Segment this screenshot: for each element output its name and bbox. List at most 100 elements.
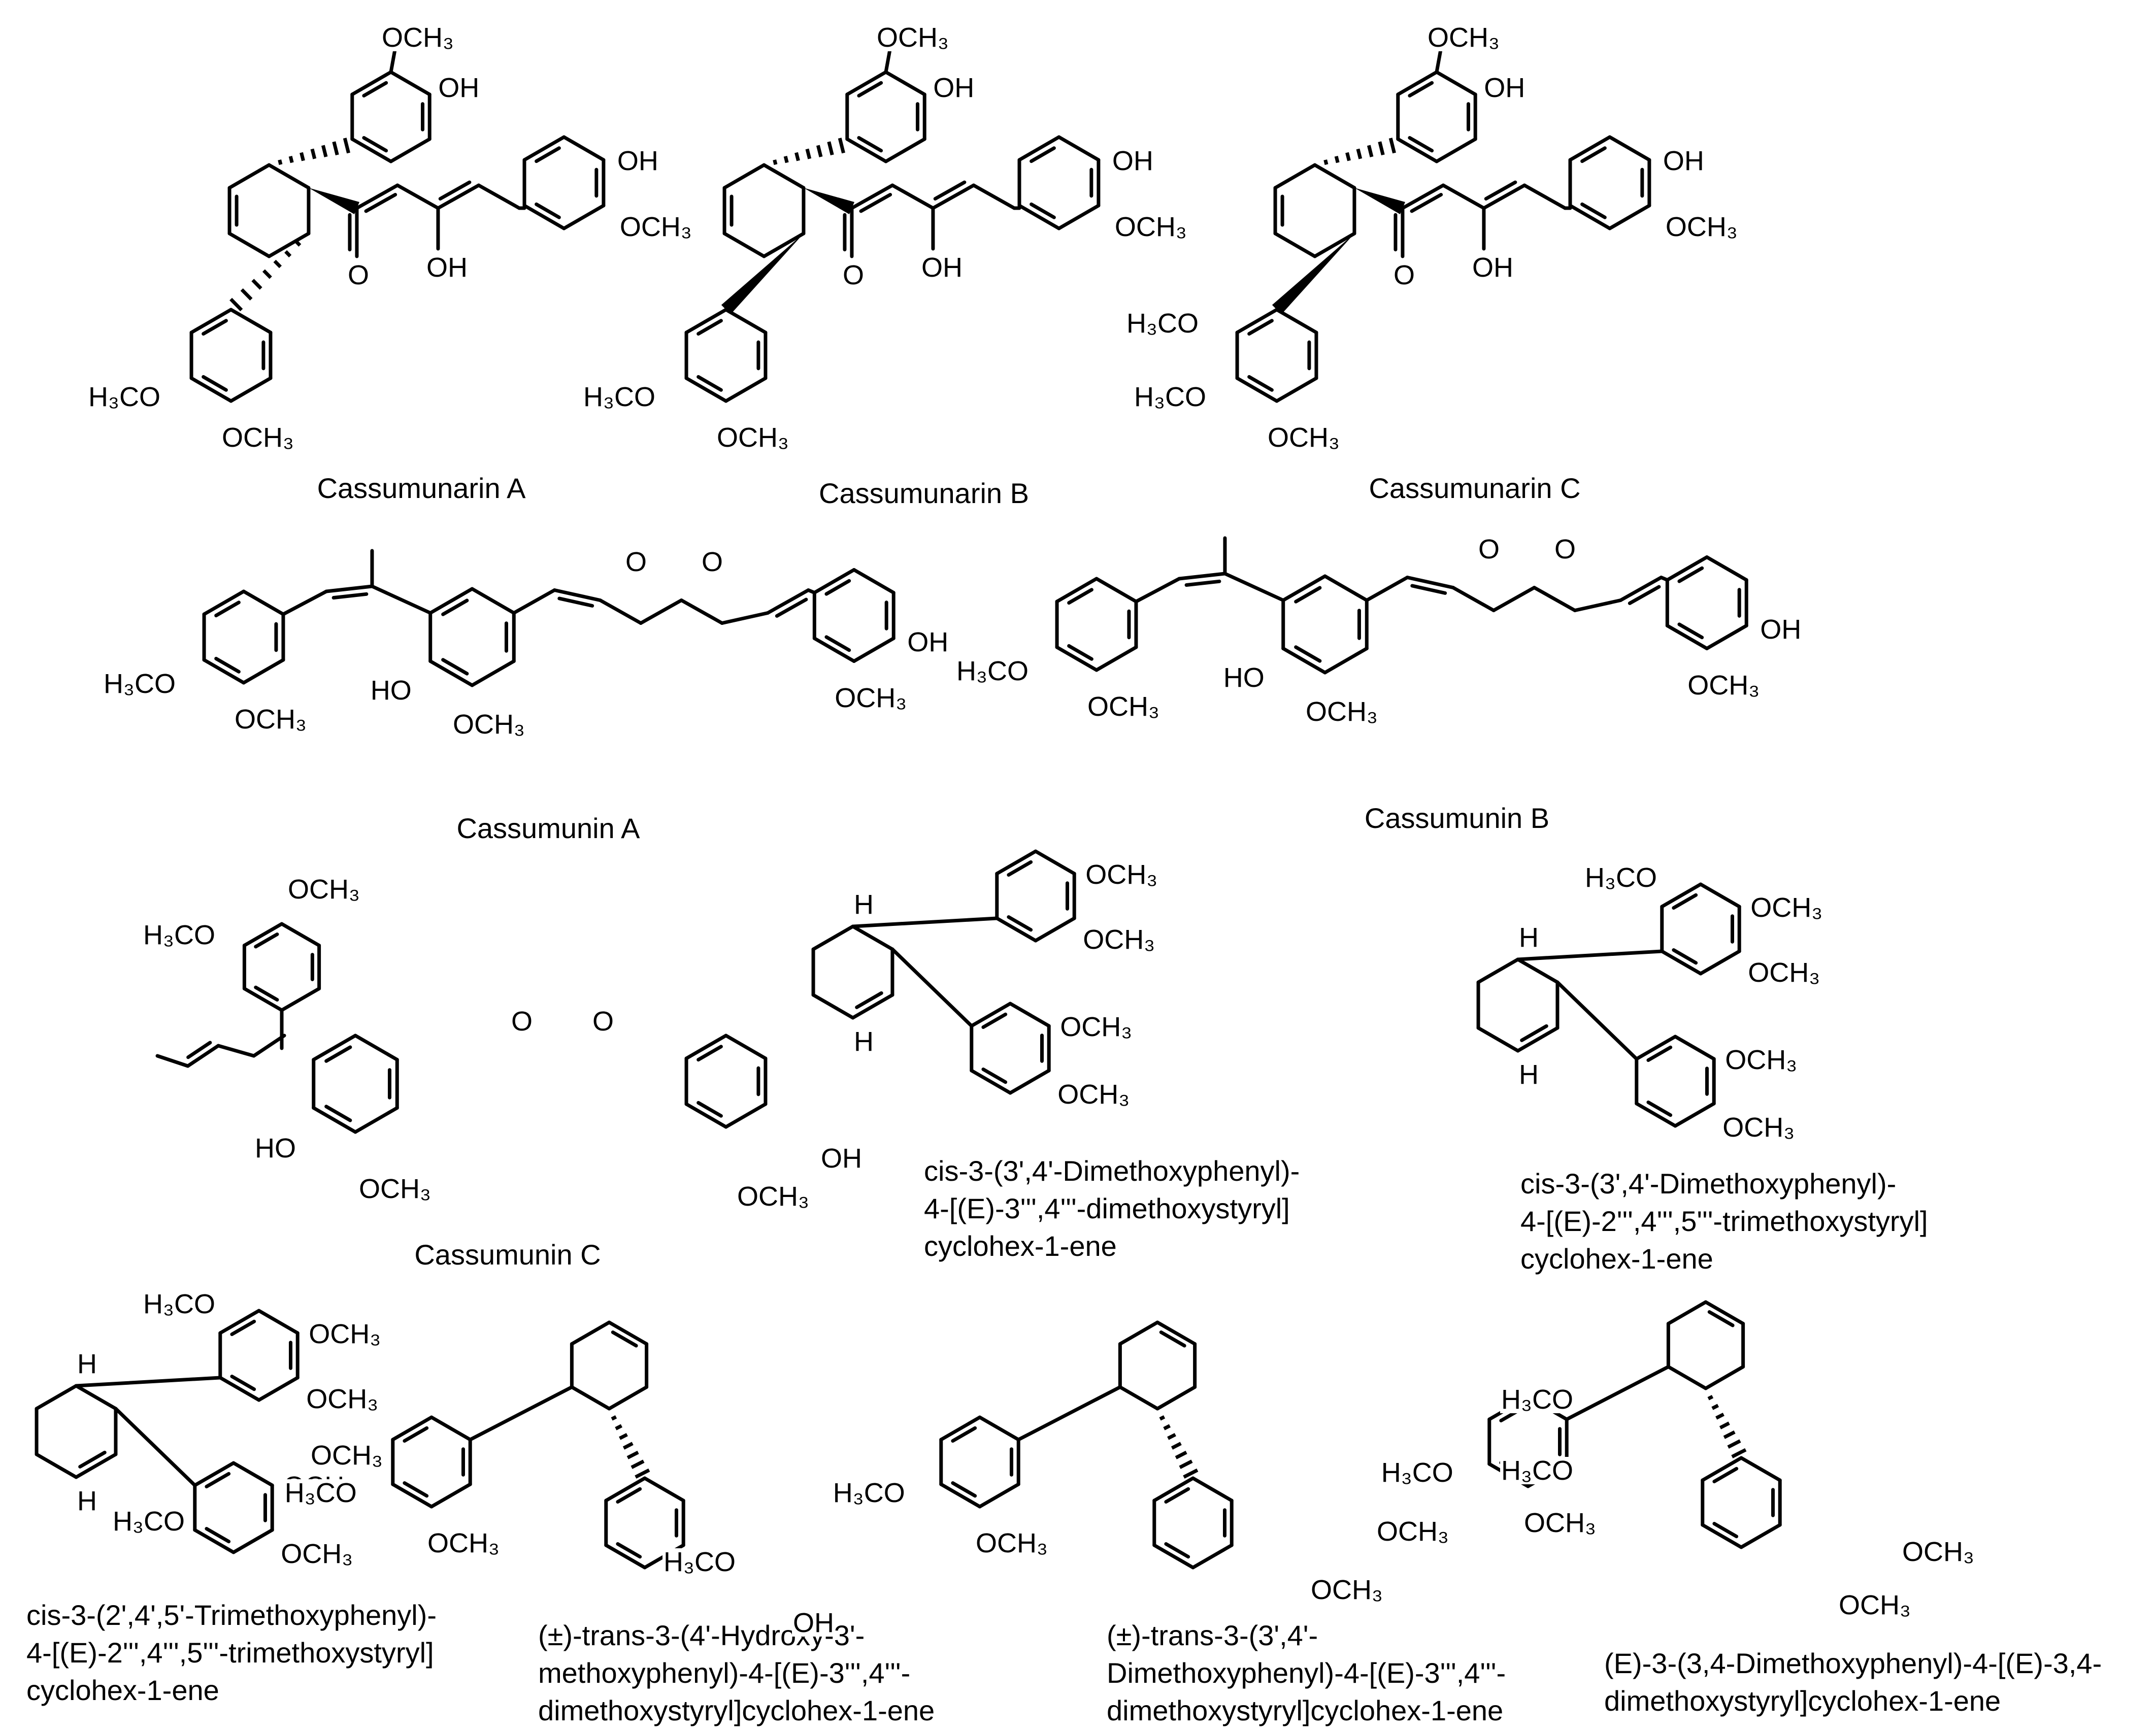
bond — [281, 589, 328, 616]
hash-bond-stroke — [300, 152, 305, 161]
aromatic-inner-bond — [696, 1101, 723, 1118]
aromatic-inner-bond — [857, 136, 883, 153]
methoxy-label: OCH₃ — [381, 22, 455, 53]
methoxy-label: OCH₃ — [1310, 1575, 1384, 1605]
alkene-inner-bond — [611, 1330, 638, 1348]
ketone-oxygen-label: O — [591, 1006, 615, 1037]
aromatic-inner-bond — [202, 375, 228, 392]
caption-compound-11: (±)-trans-3-(3',4'- Dimethoxyphenyl)-4-[… — [1107, 1619, 1506, 1726]
methoxy-label: OCH₃ — [975, 1528, 1049, 1558]
ring-bond — [267, 231, 311, 258]
ring-bond — [1568, 135, 1612, 162]
hash-bond-stroke — [321, 145, 328, 157]
hydroxyl-label: OH — [792, 1608, 835, 1638]
ring-bond — [1152, 1476, 1195, 1503]
aromatic-inner-bond — [1677, 622, 1704, 640]
ring-bond — [1057, 204, 1101, 230]
bond — [1573, 598, 1622, 612]
ketone-oxygen-label: O — [346, 260, 370, 290]
hash-bond-stroke — [838, 138, 845, 154]
double-bond-inner — [1484, 180, 1517, 201]
bond — [1441, 183, 1486, 210]
double-bond — [355, 183, 400, 210]
aromatic-inner-bond — [324, 1105, 352, 1122]
ring-bond — [74, 1452, 118, 1479]
ketone-oxygen-label: O — [701, 547, 724, 577]
ketone-oxygen-label: O — [1392, 260, 1416, 290]
aromatic-inner-bond — [441, 658, 469, 676]
aromatic-inner-bond — [1677, 566, 1704, 583]
caption-cassumunarin-c: Cassumunarin C — [1369, 472, 1581, 504]
alkene-inner-bond — [1159, 1330, 1186, 1348]
ring-bond — [724, 376, 768, 403]
aromatic-inner-bond — [1712, 1521, 1739, 1539]
alkene-inner-bond — [1707, 1310, 1735, 1327]
double-bond — [931, 183, 976, 210]
hash-bond-stroke — [622, 1442, 634, 1450]
double-bond — [324, 584, 374, 593]
methoxy-label: OCH₃ — [876, 22, 950, 53]
ring-bond — [562, 135, 606, 162]
aromatic-inner-bond — [1646, 1100, 1673, 1117]
methoxy-label: OCH₃ — [1267, 422, 1341, 453]
aromatic-inner-bond — [824, 579, 851, 596]
methoxy-label: OCH₃ — [1838, 1590, 1912, 1620]
ring-bond — [189, 308, 233, 335]
enol-hydroxyl-label: OH — [1471, 252, 1514, 283]
methoxy-label: OCH₃ — [305, 1384, 380, 1414]
ring-bond — [562, 204, 606, 230]
ring-bond — [995, 849, 1038, 876]
aromatic-inner-bond — [1672, 948, 1698, 965]
ketone-oxygen-label: O — [1477, 534, 1501, 564]
bond — [1565, 1365, 1670, 1421]
methoxy-label: H₃CO — [1584, 862, 1658, 893]
methoxy-label: H₃CO — [283, 1478, 358, 1508]
ring-bond — [684, 1034, 728, 1060]
bond — [395, 183, 440, 210]
methoxy-label: OCH₃ — [358, 1174, 432, 1204]
ring-bond — [722, 163, 766, 190]
ring-bond — [1396, 137, 1439, 163]
aromatic-inner-bond — [254, 933, 279, 949]
bond — [155, 1054, 190, 1068]
ring-bond — [722, 231, 766, 258]
ring-bond — [257, 1376, 300, 1402]
ring-bond — [1435, 137, 1477, 163]
ring-bond — [1476, 957, 1520, 984]
ring-bond — [280, 987, 321, 1012]
ring-bond — [852, 568, 895, 594]
hydroxyl-label: OH — [1759, 614, 1803, 645]
double-bond — [1401, 183, 1445, 210]
ring-bond — [428, 587, 474, 615]
alkene-inner-bond — [1520, 1024, 1548, 1042]
aromatic-inner-bond — [1294, 586, 1322, 604]
hash-bond-stroke — [619, 1433, 628, 1440]
methoxy-label: OCH₃ — [310, 1440, 384, 1471]
methoxy-label: H₃CO — [1125, 308, 1200, 339]
hydroxyl-label: HO — [1222, 662, 1266, 693]
hash-bond-stroke — [816, 145, 823, 157]
ring-bond — [1008, 1002, 1051, 1028]
double-bond-inner — [1410, 193, 1443, 213]
ring-bond — [1635, 1102, 1677, 1128]
aromatic-inner-bond — [214, 656, 241, 674]
aromatic-inner-bond — [1712, 1467, 1739, 1484]
double-bond-inner — [557, 596, 594, 608]
hash-bond-stroke — [1171, 1442, 1182, 1450]
hash-bond-stroke — [615, 1424, 623, 1430]
aromatic-inner-bond — [1672, 893, 1698, 910]
ring-bond — [391, 1482, 434, 1509]
methoxy-label: H₃CO — [142, 920, 216, 950]
bond — [598, 598, 643, 625]
methoxy-label: OCH₃ — [1376, 1516, 1450, 1547]
aromatic-inner-bond — [1030, 146, 1056, 163]
caption-compound-8: cis-3-(3',4'-Dimethoxyphenyl)- 4-[(E)-2'… — [1520, 1168, 1928, 1275]
ring-bond — [1705, 624, 1748, 650]
ring-bond — [1281, 647, 1327, 675]
aromatic-inner-bond — [362, 81, 388, 98]
wedge-bond — [1354, 188, 1405, 214]
ring-bond — [724, 1034, 768, 1060]
ring-bond — [1235, 376, 1279, 403]
bond — [114, 1407, 197, 1487]
ring-bond — [812, 568, 856, 594]
